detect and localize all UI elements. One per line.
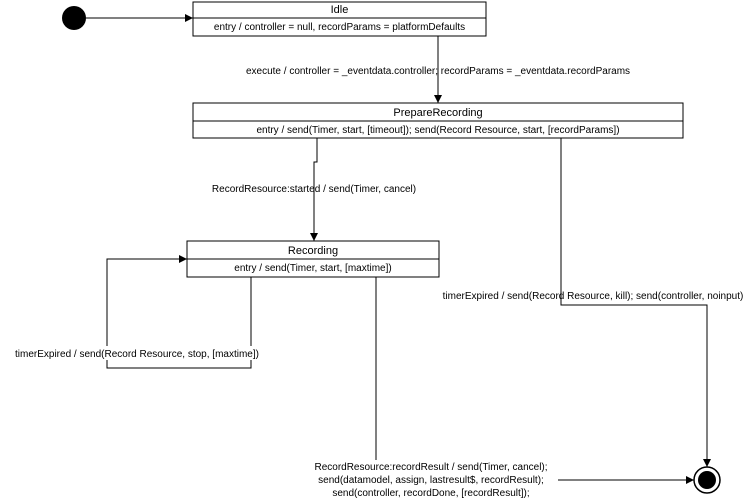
state-recording-title: Recording — [288, 245, 338, 257]
transition-execute-label: execute / controller = _eventdata.contro… — [246, 66, 630, 77]
state-idle-entry: entry / controller = null, recordParams … — [214, 22, 465, 33]
state-recording-entry: entry / send(Timer, start, [maxtime]) — [234, 263, 391, 274]
transition-recording-timeout-label: timerExpired / send(Record Resource, sto… — [15, 349, 259, 360]
transition-started-label: RecordResource:started / send(Timer, can… — [212, 184, 416, 195]
transition-record-result-label-2: send(datamodel, assign, lastresult$, rec… — [318, 475, 544, 486]
state-prepare-recording: PrepareRecording entry / send(Timer, sta… — [192, 102, 684, 139]
state-prepare-title: PrepareRecording — [393, 107, 482, 119]
initial-state — [62, 6, 86, 30]
transition-started — [310, 138, 318, 241]
state-recording: Recording entry / send(Timer, start, [ma… — [186, 240, 440, 278]
transition-record-result — [375, 277, 694, 484]
transition-recording-timeout — [106, 255, 252, 369]
final-state — [693, 466, 721, 494]
state-prepare-entry: entry / send(Timer, start, [timeout]); s… — [256, 125, 619, 136]
transition-prepare-timeout — [560, 138, 711, 467]
transition-record-result-label-3: send(controller, recordDone, [recordResu… — [332, 488, 529, 499]
transition-record-result-label-1: RecordResource:recordResult / send(Timer… — [314, 462, 547, 473]
transition-prepare-timeout-label: timerExpired / send(Record Resource, kil… — [443, 291, 744, 302]
state-idle: Idle entry / controller = null, recordPa… — [192, 1, 487, 37]
state-idle-title: Idle — [331, 4, 349, 16]
